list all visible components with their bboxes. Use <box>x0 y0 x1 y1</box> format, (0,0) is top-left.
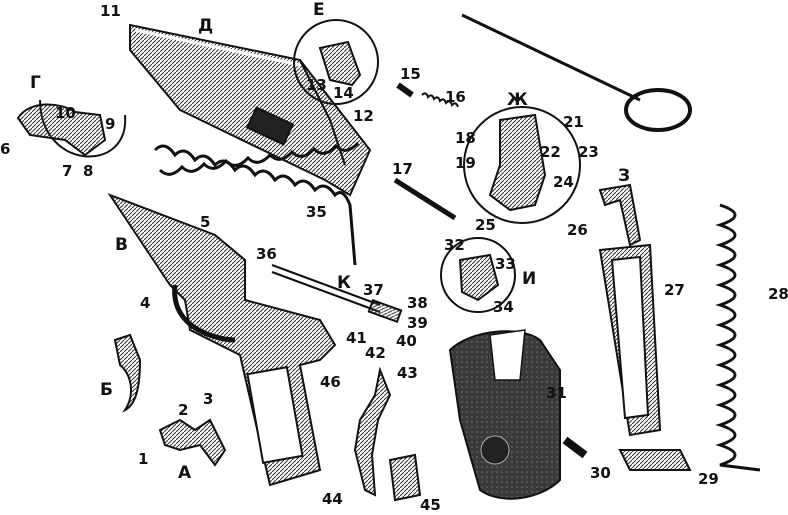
part-number: 40 <box>396 332 417 350</box>
part-number: 15 <box>400 65 421 83</box>
magazine <box>598 243 662 437</box>
part-number: 10 <box>55 104 76 122</box>
part-number: 45 <box>420 496 441 514</box>
part-number: 32 <box>444 236 465 254</box>
part-number: 19 <box>455 154 476 172</box>
trigger <box>113 333 142 413</box>
part-number: 41 <box>346 329 367 347</box>
part-number: 9 <box>105 115 116 133</box>
group-letter-d: Д <box>198 16 214 36</box>
part-number: 28 <box>768 285 788 303</box>
part-number: 25 <box>475 216 496 234</box>
frame <box>107 192 337 487</box>
rod-k <box>271 264 403 324</box>
recoil-spring <box>153 141 360 266</box>
part-number: 33 <box>495 255 516 273</box>
part-number: 3 <box>203 390 214 408</box>
grip-panel <box>448 329 561 500</box>
part-45 <box>388 453 422 502</box>
part-number: 12 <box>353 107 374 125</box>
part-number: 46 <box>320 373 341 391</box>
part-number: 11 <box>100 2 121 20</box>
part-number: 43 <box>397 364 418 382</box>
part-number: 23 <box>578 143 599 161</box>
part-number: 2 <box>178 401 189 419</box>
part-number: 18 <box>455 129 476 147</box>
group-letter-k: К <box>337 273 351 293</box>
circle-detail-i <box>440 237 516 313</box>
part-number: 4 <box>140 294 151 312</box>
part-number: 24 <box>553 173 574 191</box>
group-letter-g: Г <box>30 73 41 93</box>
part-number: 36 <box>256 245 277 263</box>
part-number: 17 <box>392 160 413 178</box>
part-number: 21 <box>563 113 584 131</box>
part-number: 1 <box>138 450 149 468</box>
part-number: 34 <box>493 298 514 316</box>
part-number: 14 <box>333 84 354 102</box>
part-z <box>598 183 642 247</box>
group-letter-i: И <box>522 269 537 289</box>
small-parts <box>393 82 459 221</box>
group-letter-e: Е <box>313 0 325 20</box>
group-letter-v: В <box>115 235 128 255</box>
grip-screw <box>562 436 588 459</box>
part-number: 38 <box>407 294 428 312</box>
part-number: 37 <box>363 281 384 299</box>
part-number: 7 <box>62 162 73 180</box>
part-number: 6 <box>0 140 11 158</box>
part-group-a <box>158 418 227 467</box>
part-number: 5 <box>200 213 211 231</box>
circle-detail-e <box>293 19 379 105</box>
part-number: 44 <box>322 490 343 508</box>
part-number: 30 <box>590 464 611 482</box>
group-letter-a: А <box>178 463 192 483</box>
circle-detail-g <box>16 99 127 158</box>
circle-detail-zh <box>463 106 581 224</box>
magazine-spring <box>715 203 761 472</box>
part-number: 8 <box>83 162 94 180</box>
part-number: 22 <box>540 143 561 161</box>
part-number: 31 <box>546 384 567 402</box>
part-number: 29 <box>698 470 719 488</box>
part-number: 35 <box>306 203 327 221</box>
part-number: 26 <box>567 221 588 239</box>
part-number: 42 <box>365 344 386 362</box>
group-letter-z: З <box>618 166 631 186</box>
part-number: 39 <box>407 314 428 332</box>
group-letter-zh: Ж <box>507 90 528 110</box>
lever <box>353 366 392 497</box>
cleaning-rod <box>461 13 692 132</box>
part-number: 27 <box>664 281 685 299</box>
floor-plate <box>618 449 692 471</box>
part-number: 13 <box>306 76 327 94</box>
part-number: 16 <box>445 88 466 106</box>
group-letter-b: Б <box>100 380 113 400</box>
